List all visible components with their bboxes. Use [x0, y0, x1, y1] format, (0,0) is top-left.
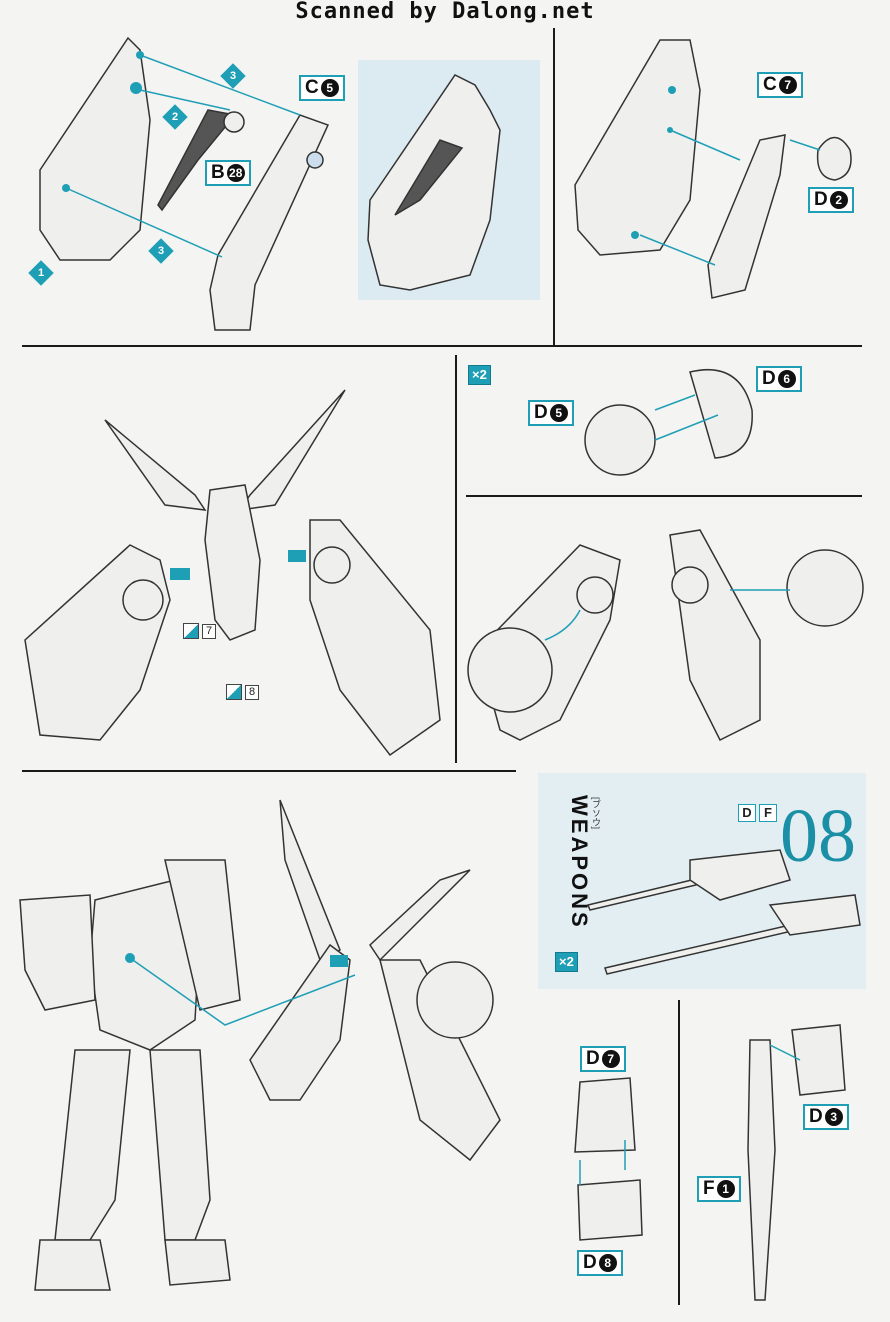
robot-shoulder-right: [164, 859, 241, 1011]
scan-watermark: Scanned by Dalong.net: [295, 0, 595, 24]
blade-f1: [747, 1039, 776, 1301]
backpack-binder-left: [249, 943, 351, 1101]
step-marker-3b: 3: [148, 238, 174, 264]
runner-tag-f: F: [759, 804, 777, 822]
backpack-binder-right: [379, 959, 501, 1162]
weapon-sword-2: [604, 924, 793, 975]
part-d3: [791, 1024, 846, 1096]
blade-ring: [223, 111, 245, 133]
backpack-wing-b: [369, 869, 471, 962]
weapon-hilt-1: [689, 849, 791, 901]
ball-joint-left: [467, 627, 553, 713]
weapon-sword-1: [586, 877, 701, 911]
binder-plate-c5: [209, 114, 330, 331]
backpack-wing-a: [279, 799, 341, 962]
binder-plate-c7: [707, 134, 786, 299]
ball-half-d5: [584, 404, 656, 476]
wing-right: [238, 389, 346, 511]
robot-foot-left: [34, 1239, 111, 1291]
step-marker-3a: 3: [220, 63, 246, 89]
sticker-marker-8: 8: [226, 684, 259, 700]
binder-shell-part: [39, 36, 151, 261]
divider-horizontal-1: [22, 345, 862, 347]
robot-foot-right: [164, 1239, 231, 1286]
binder-right-2: [669, 529, 761, 742]
blade-insert-part: [157, 109, 237, 212]
weapons-reading: [ブソウ]: [591, 797, 601, 830]
part-d7: [574, 1077, 636, 1153]
robot-shoulder-left: [19, 894, 96, 1011]
divider-vertical-top: [553, 28, 555, 346]
divider-vertical-mid: [455, 355, 457, 763]
divider-vertical-weapons: [678, 1000, 680, 1305]
ball-joint-d2: [816, 136, 852, 181]
divider-horizontal-2: [22, 770, 516, 772]
binder-shell-2: [574, 39, 701, 256]
backpack-core: [204, 484, 261, 641]
weapon-hilt-2: [768, 894, 861, 936]
sticker-marker-7: 7: [183, 623, 216, 639]
part-d8: [577, 1179, 643, 1241]
binder-left: [24, 544, 171, 741]
quantity-badge-x2: ×2: [468, 365, 491, 385]
step-marker-2: 2: [162, 104, 188, 130]
step-number: 08: [780, 794, 856, 878]
runner-tag-d: D: [738, 804, 756, 822]
divider-horizontal-mid-right: [466, 495, 862, 497]
ball-half-d6: [689, 368, 753, 459]
ball-joint-right: [786, 549, 864, 627]
wing-left: [104, 419, 207, 511]
robot-leg-right: [149, 1049, 211, 1241]
robot-leg-left: [54, 1049, 131, 1241]
weapons-title: WEAPONS: [567, 795, 592, 930]
weapons-quantity-badge: ×2: [555, 952, 578, 972]
step-marker-1: 1: [28, 260, 54, 286]
